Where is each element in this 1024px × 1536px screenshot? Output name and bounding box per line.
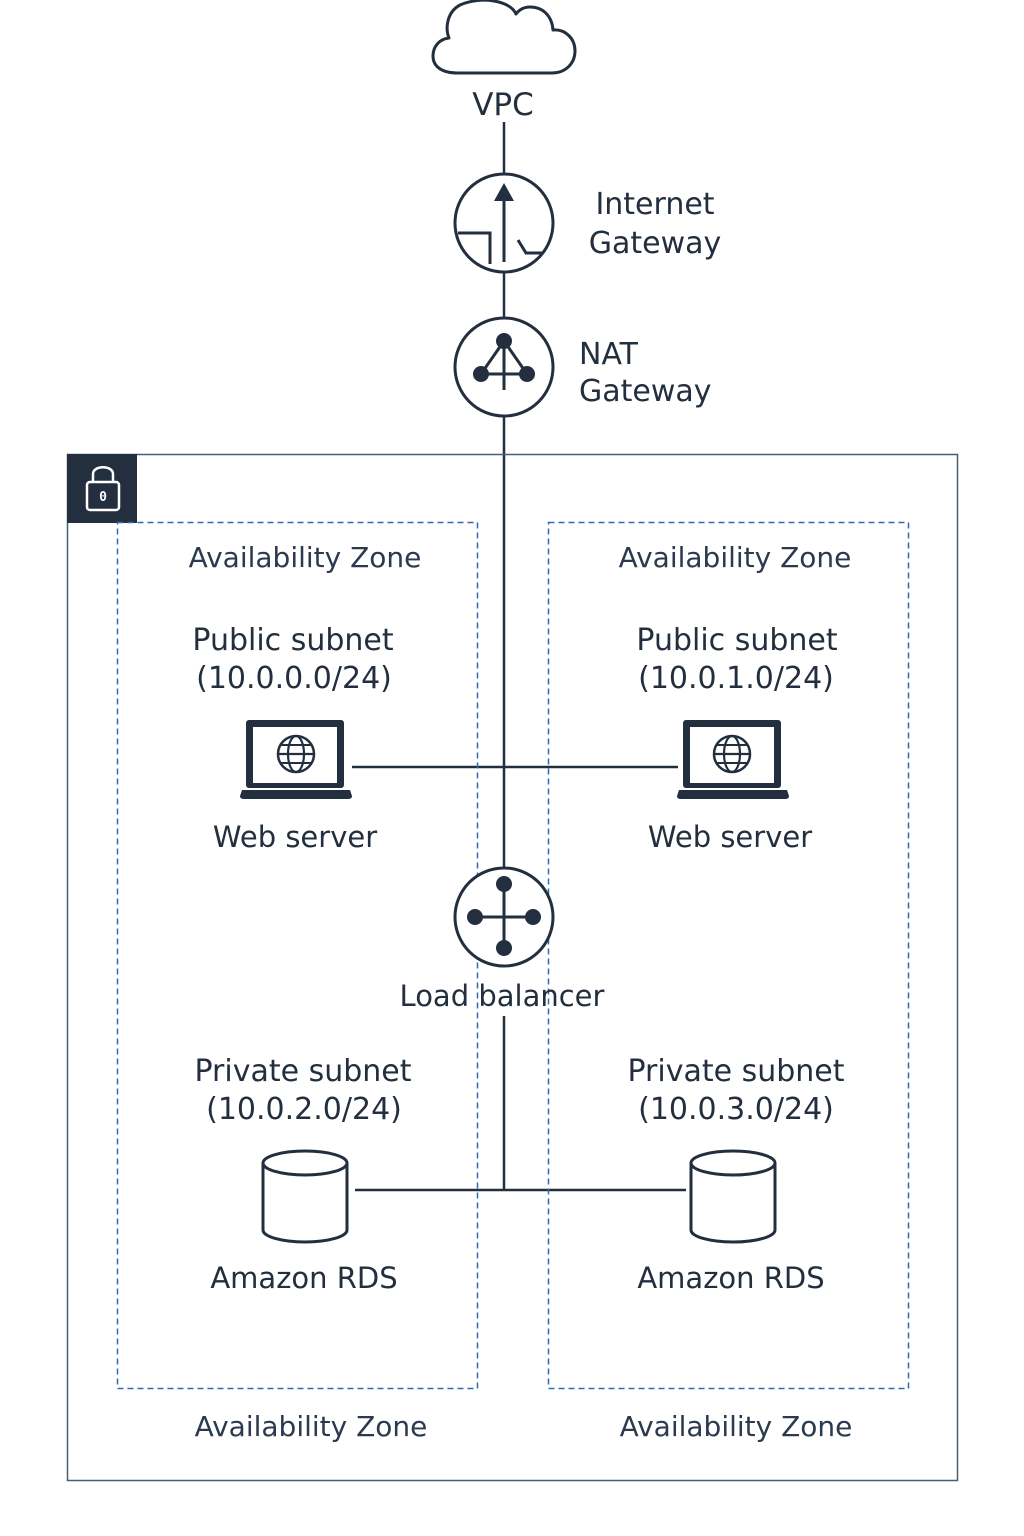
nat-gateway-label-line2: Gateway — [579, 374, 712, 409]
private-subnet-name-left: Private subnet — [194, 1054, 411, 1089]
web-server-left[interactable]: Web server — [213, 720, 377, 854]
availability-zone-label-top-left: Availability Zone — [189, 541, 422, 574]
database-label-left: Amazon RDS — [210, 1261, 397, 1295]
web-server-label-left: Web server — [213, 820, 377, 854]
nat-gateway-label-line1: NAT — [579, 337, 639, 372]
internet-gateway-label-line2: Gateway — [589, 226, 722, 261]
laptop-globe-icon — [240, 720, 352, 799]
availability-zone-label-bottom-right: Availability Zone — [620, 1410, 853, 1443]
load-balancer-node[interactable]: Load balancer — [400, 866, 605, 1013]
private-subnet-cidr-left: (10.0.2.0/24) — [206, 1092, 402, 1127]
nat-gateway-node[interactable]: NAT Gateway — [453, 316, 712, 418]
laptop-globe-icon — [677, 720, 789, 799]
vpc-node[interactable]: VPC — [431, 0, 577, 123]
connectors — [352, 122, 686, 1192]
load-balancer-icon — [453, 866, 555, 968]
public-subnet-name-right: Public subnet — [636, 623, 837, 658]
internet-gateway-icon — [453, 172, 555, 274]
public-subnet-cidr-right: (10.0.1.0/24) — [638, 661, 834, 696]
database-left[interactable]: Amazon RDS — [210, 1149, 398, 1295]
vpc-label: VPC — [472, 87, 534, 123]
database-right[interactable]: Amazon RDS — [637, 1149, 825, 1295]
private-subnet-cidr-right: (10.0.3.0/24) — [638, 1092, 834, 1127]
public-subnet-name-left: Public subnet — [192, 623, 393, 658]
database-label-right: Amazon RDS — [637, 1261, 824, 1295]
database-icon — [689, 1149, 777, 1244]
lock-icon: 0 — [67, 454, 137, 523]
availability-zone-label-top-right: Availability Zone — [619, 541, 852, 574]
nat-gateway-icon — [453, 316, 555, 418]
internet-gateway-node[interactable]: Internet Gateway — [453, 172, 722, 274]
web-server-right[interactable]: Web server — [648, 720, 812, 854]
availability-zone-label-bottom-left: Availability Zone — [195, 1410, 428, 1443]
internet-gateway-label-line1: Internet — [595, 187, 714, 222]
availability-zone-box-right — [547, 521, 910, 1390]
cloud-icon — [431, 0, 577, 75]
database-icon — [261, 1149, 349, 1244]
lock-icon-text: 0 — [99, 490, 107, 505]
vpc-group: 0 — [66, 453, 959, 1482]
private-subnet-name-right: Private subnet — [627, 1054, 844, 1089]
vpc-group-border — [66, 453, 959, 1482]
web-server-label-right: Web server — [648, 820, 812, 854]
load-balancer-label: Load balancer — [400, 979, 605, 1013]
public-subnet-cidr-left: (10.0.0.0/24) — [196, 661, 392, 696]
